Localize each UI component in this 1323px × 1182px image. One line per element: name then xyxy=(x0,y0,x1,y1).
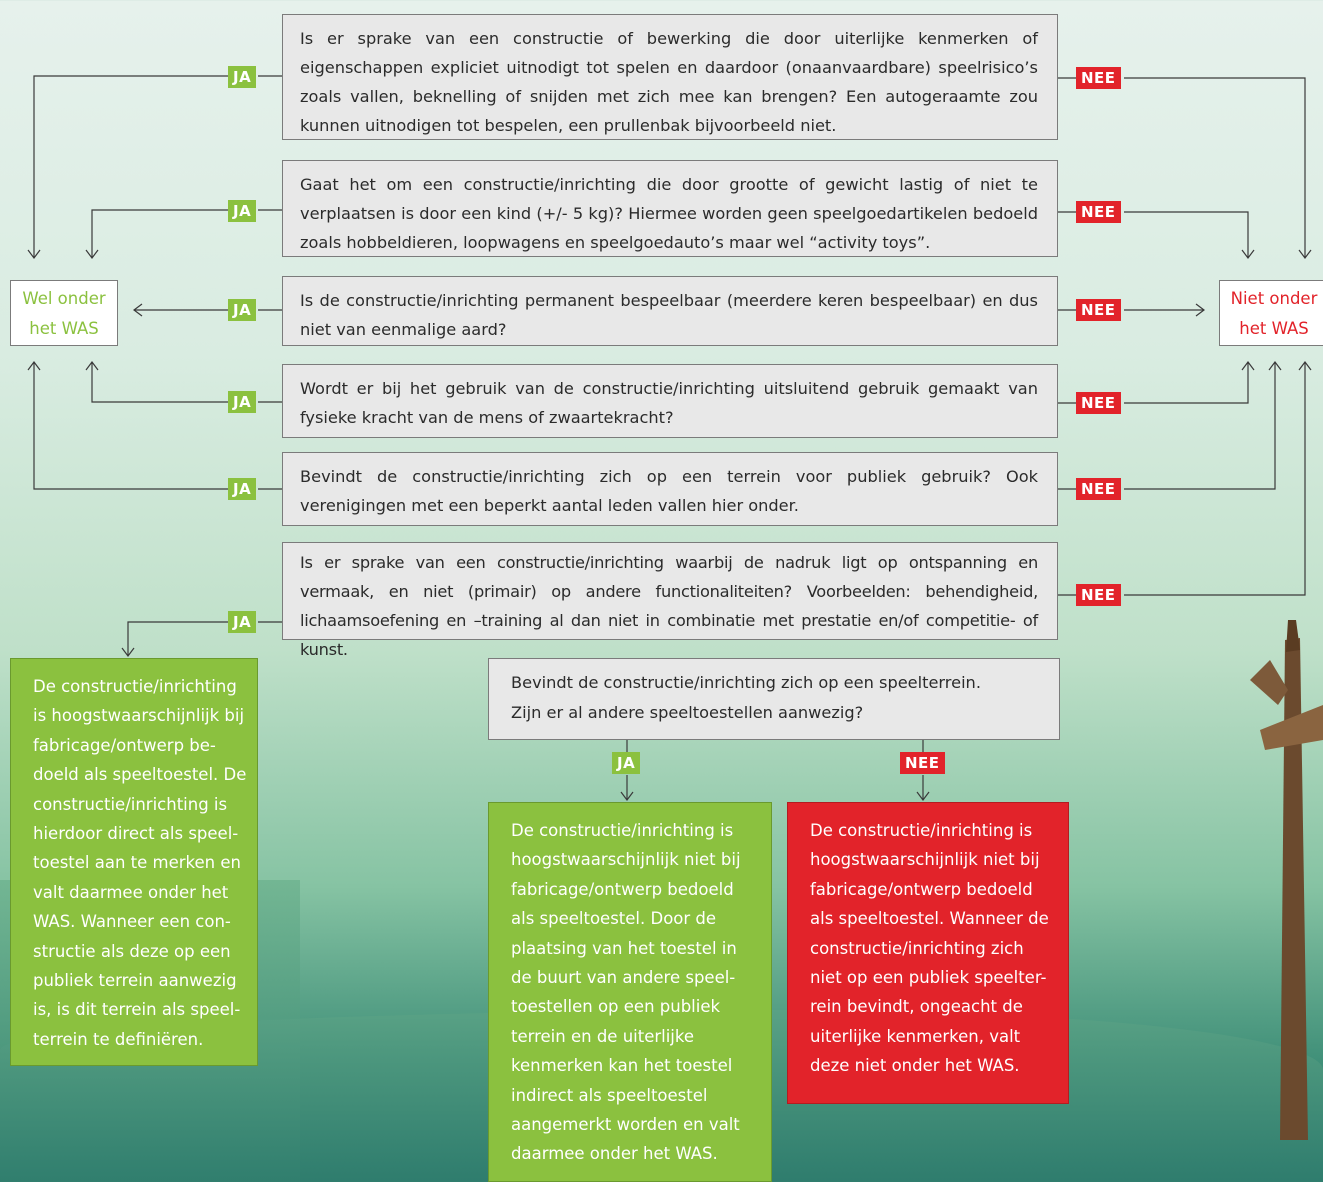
result-right-line: hoogstwaarschijnlijk niet bij xyxy=(810,850,1040,870)
result-left-line: doeld als speeltoestel. De xyxy=(33,765,247,785)
nee-label-3: NEE xyxy=(1076,299,1121,321)
result-right-line: fabricage/ontwerp bedoeld xyxy=(810,879,1033,899)
wooden-post-illustration xyxy=(1250,620,1323,1140)
outcome-niet-line-2: het WAS xyxy=(1239,319,1309,338)
result-right-line: uiterlijke kenmerken, valt xyxy=(810,1026,1021,1046)
result-right-line: niet op een publiek speelter- xyxy=(810,968,1047,988)
result-left-line: toestel aan te merken en xyxy=(33,853,241,873)
result-middle-line: hoogstwaarschijnlijk niet bij xyxy=(511,850,741,870)
outcome-niet-line-1: Niet onder xyxy=(1230,289,1318,308)
nee-label-6: NEE xyxy=(1076,584,1121,606)
result-middle-line: aangemerkt worden en valt xyxy=(511,1115,740,1135)
result-right-red: De constructie/inrichting is hoogstwaars… xyxy=(787,802,1069,1104)
question-7-line-1: Bevindt de constructie/inrichting zich o… xyxy=(511,673,981,692)
ja-label-1: JA xyxy=(228,66,257,88)
ja-label-3: JA xyxy=(228,299,257,321)
result-middle-line: De constructie/inrichting is xyxy=(511,821,734,840)
result-left-line: constructie/inrichting is xyxy=(33,794,228,814)
result-left-line: fabricage/ontwerp be- xyxy=(33,735,216,755)
result-middle-line: indirect als speeltoestel xyxy=(511,1085,708,1105)
question-3: Is de constructie/inrichting permanent b… xyxy=(282,276,1058,346)
nee-label-7: NEE xyxy=(900,752,945,774)
result-left-line: De constructie/inrichting xyxy=(33,677,237,696)
result-middle-line: als speeltoestel. Door de xyxy=(511,909,717,929)
result-right-line: constructie/inrichting zich xyxy=(810,938,1024,958)
result-left-line: hierdoor direct als speel- xyxy=(33,824,239,844)
nee-label-4: NEE xyxy=(1076,392,1121,414)
ja-label-2: JA xyxy=(228,200,257,222)
result-middle-line: plaatsing van het toestel in xyxy=(511,938,737,958)
result-middle-green: De constructie/inrichting is hoogstwaars… xyxy=(488,802,772,1182)
result-right-line: rein bevindt, ongeacht de xyxy=(810,997,1023,1017)
result-right-line: als speeltoestel. Wanneer de xyxy=(810,909,1049,929)
question-7: Bevindt de constructie/inrichting zich o… xyxy=(488,658,1060,740)
result-right-line: De constructie/inrichting is xyxy=(810,821,1033,840)
result-left-line: is hoogstwaarschijnlijk bij xyxy=(33,706,245,726)
result-left-line: terrein te definiëren. xyxy=(33,1029,204,1049)
result-left-line: structie als deze op een xyxy=(33,941,231,961)
ja-label-4: JA xyxy=(228,391,257,413)
result-middle-line: daarmee onder het WAS. xyxy=(511,1144,718,1164)
result-middle-line: fabricage/ontwerp bedoeld xyxy=(511,879,734,899)
question-4: Wordt er bij het gebruik van de construc… xyxy=(282,364,1058,438)
ja-label-6: JA xyxy=(228,611,257,633)
result-middle-line: terrein en de uiterlijke xyxy=(511,1026,695,1046)
nee-label-2: NEE xyxy=(1076,201,1121,223)
result-middle-line: de buurt van andere speel- xyxy=(511,968,736,988)
question-7-line-2: Zijn er al andere speeltoestellen aanwez… xyxy=(511,703,864,722)
question-5: Bevindt de constructie/inrichting zich o… xyxy=(282,452,1058,526)
outcome-wel-line-1: Wel onder xyxy=(22,289,106,308)
question-2: Gaat het om een constructie/inrichting d… xyxy=(282,160,1058,257)
result-left-line: is, is dit terrein als speel- xyxy=(33,1000,241,1020)
result-left-line: publiek terrein aanwezig xyxy=(33,971,237,991)
result-left-line: valt daarmee onder het xyxy=(33,882,229,902)
result-left-green: De constructie/inrichting is hoogstwaars… xyxy=(10,658,258,1066)
outcome-wel-onder-was: Wel onder het WAS xyxy=(10,280,118,346)
outcome-niet-onder-was: Niet onder het WAS xyxy=(1219,280,1323,346)
question-1: Is er sprake van een constructie of bewe… xyxy=(282,14,1058,140)
ja-label-7: JA xyxy=(612,752,641,774)
nee-label-1: NEE xyxy=(1076,67,1121,89)
nee-label-5: NEE xyxy=(1076,478,1121,500)
result-left-line: WAS. Wanneer een con- xyxy=(33,912,231,932)
outcome-wel-line-2: het WAS xyxy=(29,319,99,338)
ja-label-5: JA xyxy=(228,478,257,500)
result-middle-line: kenmerken kan het toestel xyxy=(511,1056,733,1076)
result-right-line: deze niet onder het WAS. xyxy=(810,1056,1020,1076)
question-6: Is er sprake van een constructie/inricht… xyxy=(282,542,1058,659)
result-middle-line: toestellen op een publiek xyxy=(511,997,721,1017)
